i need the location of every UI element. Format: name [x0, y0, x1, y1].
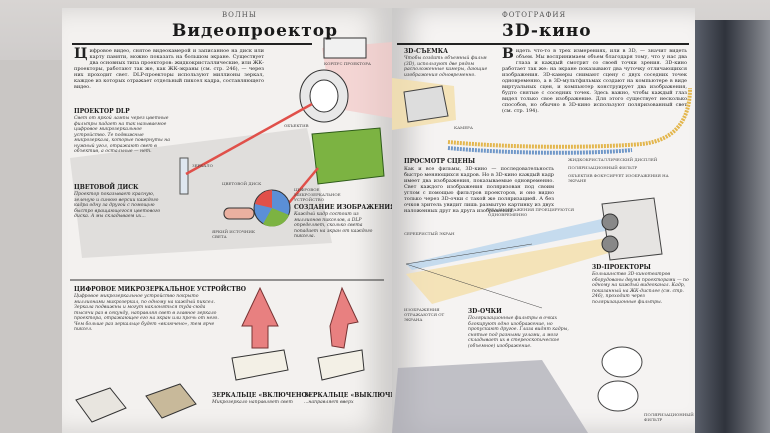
reflection-line-2 [405, 243, 533, 265]
left-page: Волны Видеопроектор Цифровое видео, снят… [62, 8, 410, 433]
right-page: Фотография 3D-кино 3D-съемка Чтобы созда… [392, 8, 695, 433]
book-cover-edge [695, 20, 770, 433]
chip-illustration [75, 387, 127, 423]
camera-body [403, 85, 449, 123]
glasses-lens-2 [597, 380, 639, 412]
blue-beam [406, 218, 610, 270]
left-running-head: Волны [222, 11, 257, 19]
projector-illustration [70, 37, 392, 423]
reflection-line [405, 263, 543, 309]
glasses-heading: 3D-очки [468, 308, 502, 315]
projectors-heading: 3D-проекторы [592, 264, 651, 271]
mirror-grid [145, 383, 197, 419]
viewing-heading: Просмотр сцены [404, 158, 476, 165]
label-reflected: Изображения отражаются от экрана [404, 307, 445, 322]
dropcap-right: В [502, 46, 514, 62]
label-both-images: Оба изображения проецируются одновременн… [488, 207, 575, 217]
mirror-off-heading: Зеркальце «выключено» [304, 392, 410, 399]
label-mirror: Зеркало [192, 163, 213, 168]
cable-yellow [447, 87, 692, 149]
mirror-off-text: ...направляет вверх [304, 400, 354, 405]
intro-body: ифровое видео, снятое видеокамерой и зап… [74, 48, 264, 90]
mirror-on [231, 349, 289, 381]
3d-cinema-illustration [392, 78, 692, 433]
image-creation-text: Каждый кадр состоит из миллионов пиксело… [294, 212, 373, 239]
up-arrow-off [329, 286, 359, 349]
dlp-text: Свет от яркой лампы через цветные фильтр… [74, 116, 171, 154]
title-rule-right [397, 43, 689, 45]
label-polarizer-glasses: Поляризационный фильтр [644, 412, 694, 422]
color-disc-text: Проектор показывает красную, зеленую и с… [74, 192, 161, 219]
right-page-title: 3D-кино [502, 21, 592, 41]
cable-blue [447, 146, 633, 155]
disc-green-sector [263, 208, 289, 227]
shooting-text: Чтобы создать объемный фильм (3D), испол… [404, 56, 488, 78]
image-creation-heading: Создание изображения [294, 204, 396, 211]
mirror-off [317, 349, 365, 381]
audience-floor [392, 360, 588, 433]
label-lens-focus: Объектив фокусирует изображения на экран… [568, 173, 669, 183]
label-color-disc: Цветовой диск [222, 181, 262, 186]
dmd-text: Цифровое микрозеркальное устройство покр… [74, 294, 219, 332]
mirror-on-heading: Зеркальце «включено» [212, 392, 311, 399]
viewing-text: Как и все фильмы, 3D-кино — последовател… [404, 166, 554, 214]
yellow-beam [406, 238, 612, 304]
color-disc-heading: Цветовой диск [74, 184, 139, 191]
label-polarizer: Поляризационный фильтр [568, 165, 638, 170]
label-lcd: Жидкокристаллический дисплей [568, 157, 658, 162]
circuit-board [311, 127, 385, 185]
projector-lens-bottom [601, 235, 619, 253]
projectors-text: Большинство 3D-кинотеатров оборудованы д… [592, 272, 689, 305]
dropcap: Ц [74, 46, 88, 62]
glasses-lens-1 [601, 346, 643, 378]
label-camera: Камера [454, 125, 473, 130]
glasses-text: Поляризационные фильтры в очках блокирую… [468, 316, 569, 349]
projector-lens-top [601, 213, 619, 231]
left-page-title: Видеопроектор [172, 21, 338, 41]
projector-box [323, 37, 367, 59]
label-dmd: Цифровое микрозеркальное устройство [294, 187, 341, 202]
red-beam [185, 102, 313, 176]
lens-glass [309, 79, 339, 113]
label-screen: Серебристый экран [404, 231, 455, 236]
disc-red-sector [255, 190, 272, 208]
mirror [179, 157, 189, 195]
red-beam-2 [287, 167, 319, 205]
lamp [223, 207, 255, 220]
shooting-heading: 3D-съемка [404, 48, 449, 55]
intro-body-right: идеть что-то в трех измерениях, или в 3D… [502, 48, 687, 114]
title-rule [72, 43, 312, 45]
dlp-heading: Проектор DLP [74, 108, 130, 115]
label-lens: Объектив [284, 123, 309, 128]
label-light-source: Яркий источник света [212, 229, 255, 239]
up-arrow-on [241, 286, 279, 349]
right-running-head: Фотография [502, 11, 567, 19]
label-housing: Корпус проектора [324, 61, 371, 66]
mirror-on-text: Микрозеркало направляет свет [212, 400, 293, 405]
dmd-heading: Цифровое микрозеркальное устройство [74, 286, 246, 293]
